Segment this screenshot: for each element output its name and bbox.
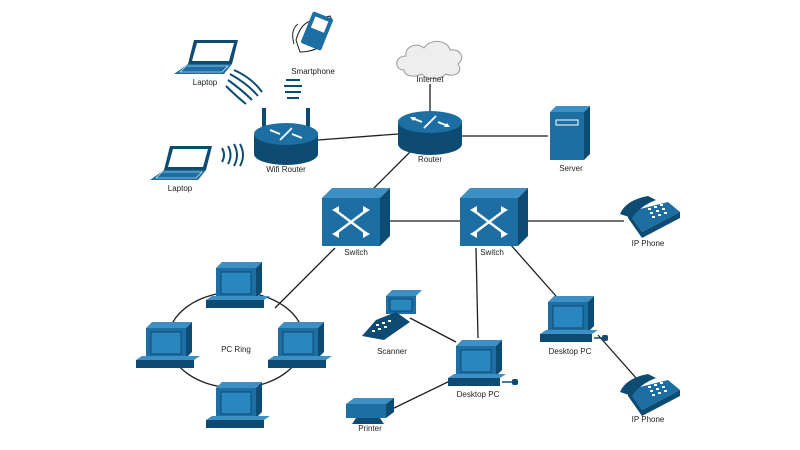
cloud-icon (396, 41, 463, 79)
desktop-pc-icon (136, 322, 200, 368)
link-wifi-router-router (317, 133, 399, 141)
switch-icon (460, 188, 528, 246)
server-icon (550, 106, 590, 160)
router-icon (398, 111, 462, 155)
scanner-icon (362, 290, 422, 340)
link-desktop-right-ip-phone (597, 334, 637, 379)
pc-ring-label: PC Ring (221, 345, 251, 354)
printer-label: Printer (358, 424, 382, 433)
wifi-signal-icon (221, 143, 244, 167)
desktop-pc-right-label: Desktop PC (549, 347, 592, 356)
link-switch-right-desktop-center (475, 247, 479, 339)
laptop-bottom-label: Laptop (168, 184, 193, 193)
ip-phone-bottom-label: IP Phone (632, 415, 665, 424)
wifi-router-icon (254, 108, 318, 165)
laptop-icon (150, 146, 212, 180)
internet-label: Internet (416, 75, 444, 84)
smartphone-icon (292, 11, 333, 53)
printer-icon (346, 398, 394, 424)
desktop-pc-icon (448, 340, 518, 386)
laptop-top-label: Laptop (193, 78, 218, 87)
switch-left-label: Switch (344, 248, 368, 257)
wifi-signal-icon (225, 69, 263, 105)
scanner-label: Scanner (377, 347, 407, 356)
router-label: Router (418, 155, 442, 164)
link-router-switch-left (371, 149, 413, 191)
desktop-pc-icon (206, 262, 270, 308)
switch-icon (322, 188, 390, 246)
link-switch-left-pc-ring (274, 247, 336, 309)
desktop-pc-icon (540, 296, 608, 342)
smartphone-label: Smartphone (291, 67, 335, 76)
wifi-signal-icon (284, 79, 302, 99)
laptop-icon (174, 40, 238, 74)
link-printer-desktop-center (389, 377, 457, 411)
desktop-pc-icon (268, 322, 332, 368)
server-label: Server (559, 164, 583, 173)
link-scanner-desktop-center (409, 317, 457, 343)
link-switch-right-desktop-right (509, 243, 557, 297)
desktop-pc-icon (206, 382, 270, 428)
wifi-router-label: Wifi Router (266, 165, 306, 174)
ip-phone-top-label: IP Phone (632, 239, 665, 248)
desktop-pc-center-label: Desktop PC (457, 390, 500, 399)
ip-phone-icon (620, 196, 680, 238)
switch-right-label: Switch (480, 248, 504, 257)
ip-phone-icon (620, 374, 680, 416)
